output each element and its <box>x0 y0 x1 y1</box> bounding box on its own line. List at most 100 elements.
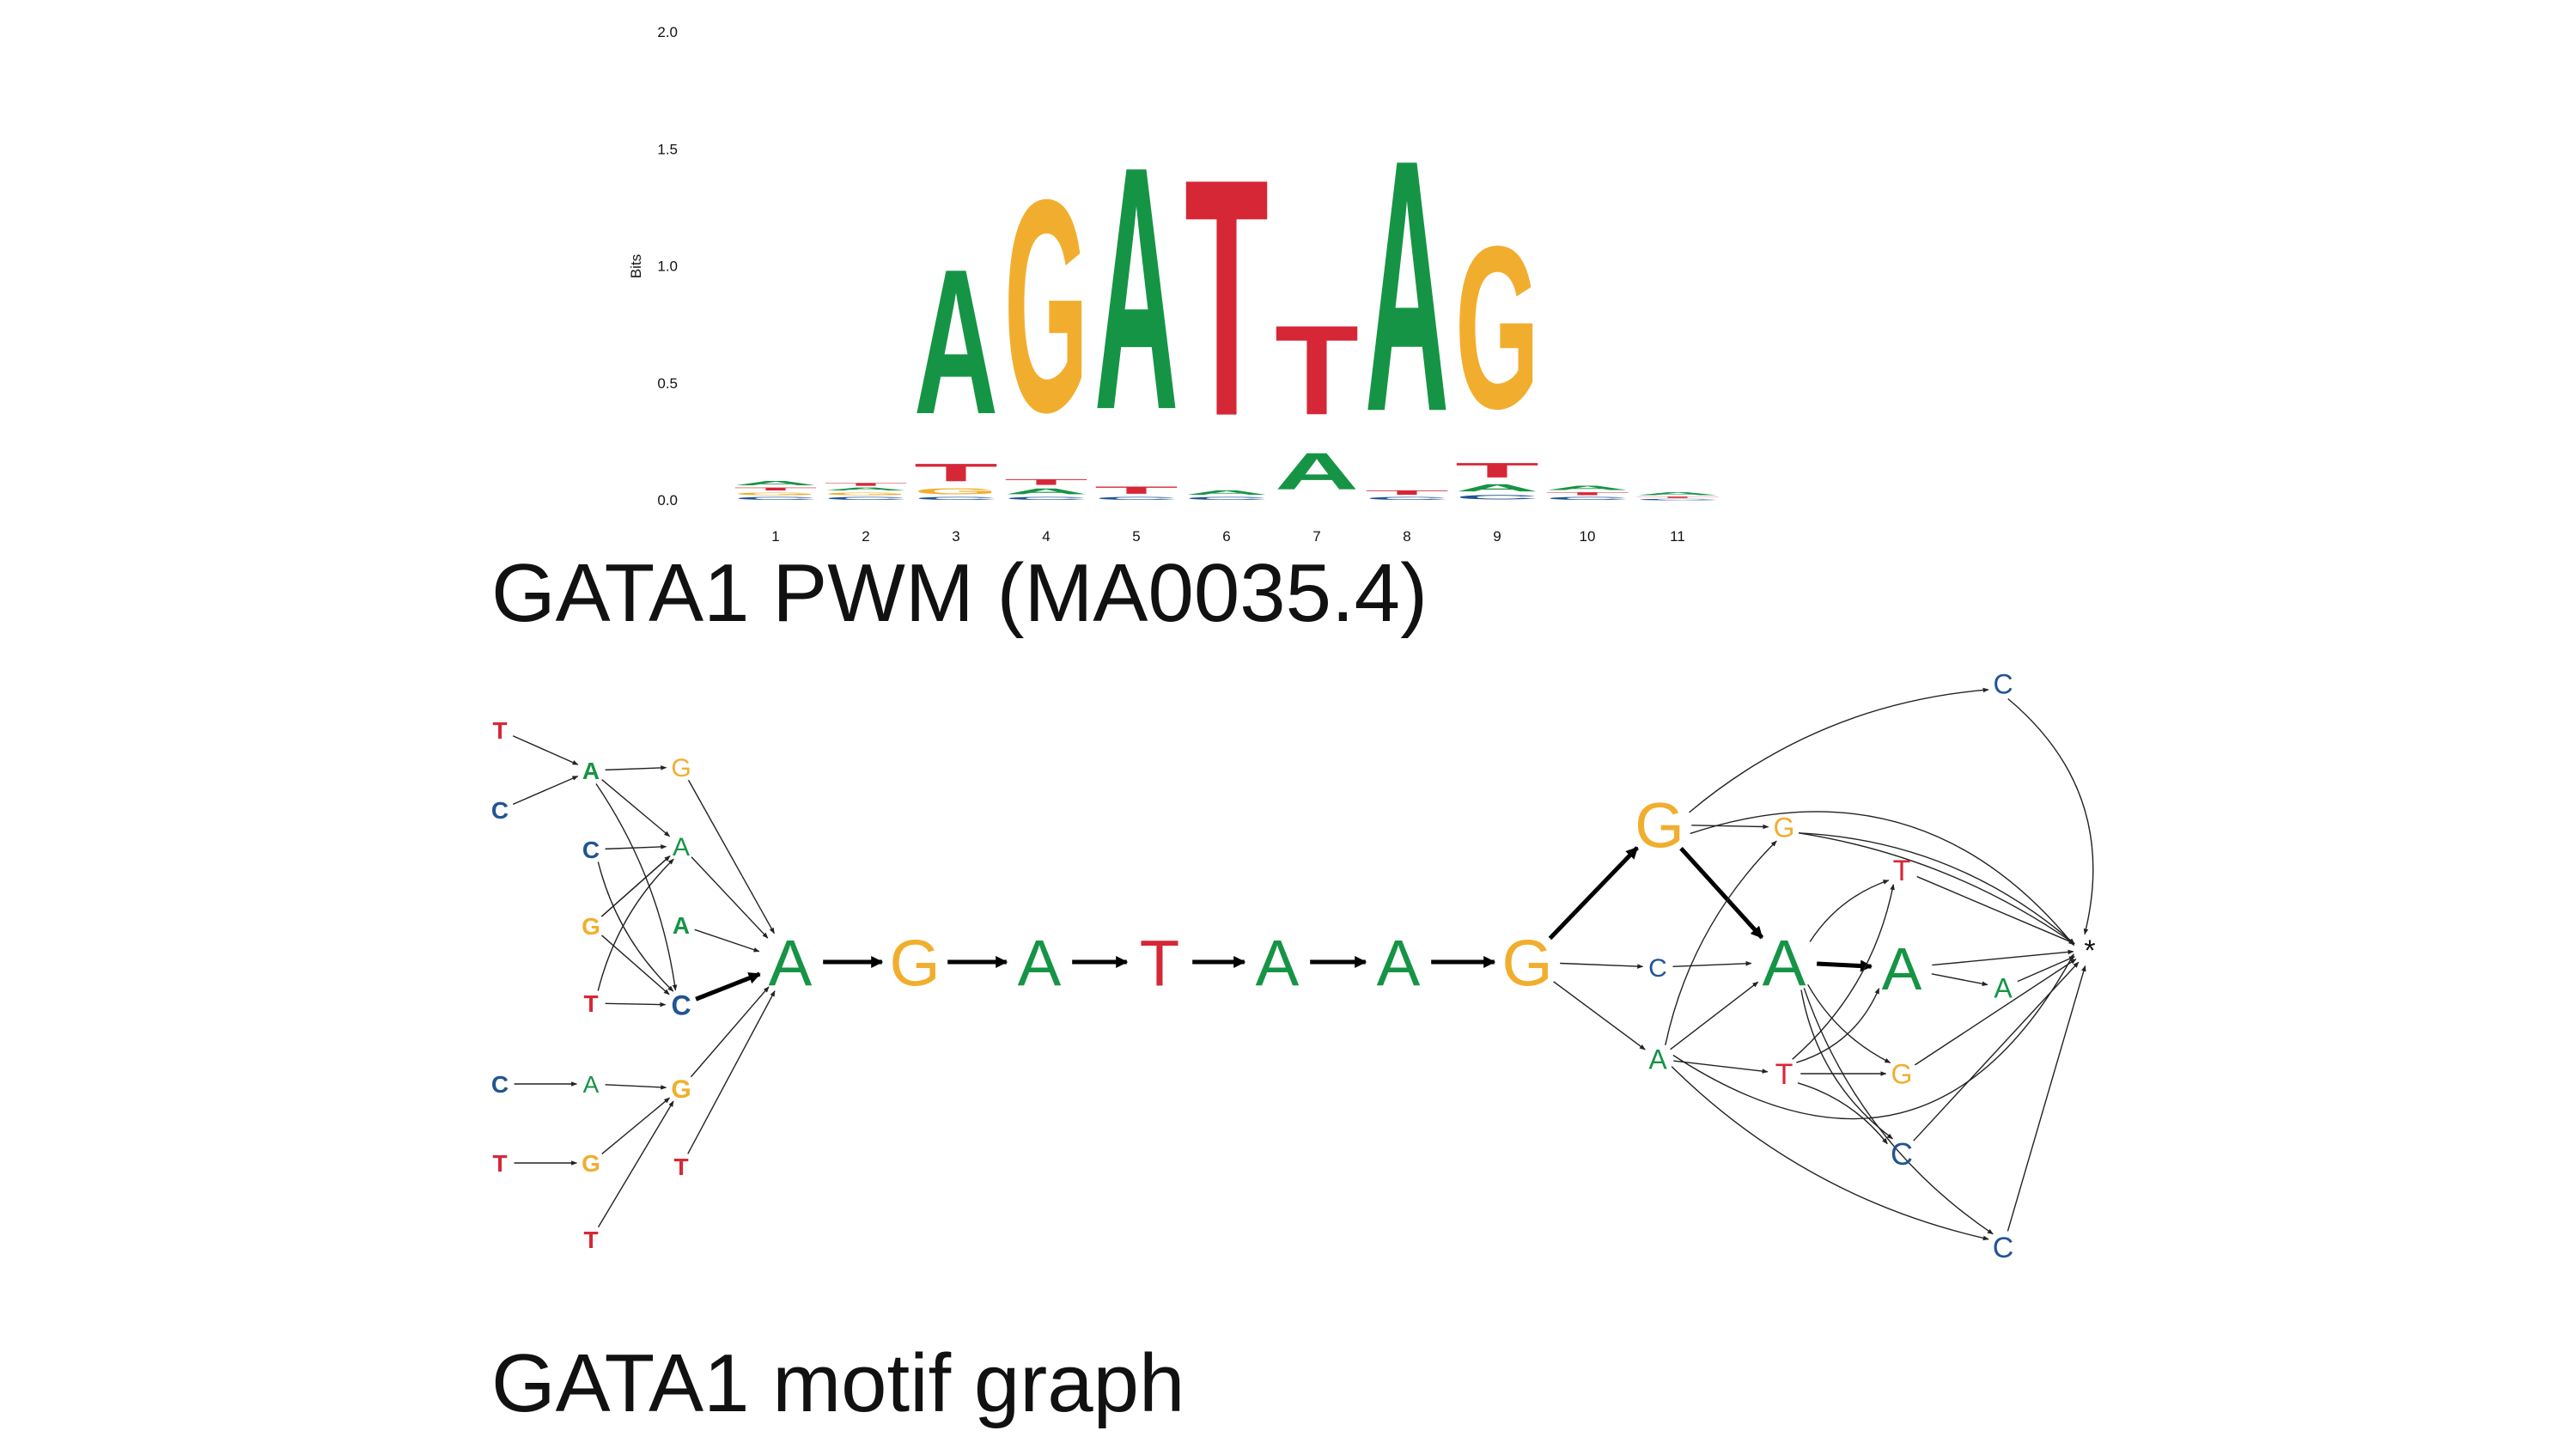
logo-letter-T: T <box>824 482 908 486</box>
graph-edge <box>512 735 579 765</box>
graph-node-m5: A <box>1256 927 1300 1000</box>
graph-edge <box>512 775 579 806</box>
graph-node-g6: G <box>582 1150 600 1177</box>
graph-edge <box>1931 973 1988 987</box>
graph-edge <box>2017 956 2075 983</box>
graph-edge <box>601 1097 671 1154</box>
graph-edge <box>597 861 674 992</box>
logo-letter-C: C <box>1004 496 1088 501</box>
graph-node-a4: A <box>673 912 690 939</box>
logo-y-axis-label: Bits <box>628 254 644 278</box>
logo-letter-C: C <box>1455 494 1539 501</box>
logo-letter-T: T <box>1365 489 1449 496</box>
graph-node-t3: T <box>583 990 598 1017</box>
graph-edge <box>691 856 769 939</box>
graph-edge <box>2007 697 2094 935</box>
x-tick-label: 1 <box>771 528 779 545</box>
logo-letter-C: C <box>914 496 998 501</box>
graph-edge <box>1798 832 2075 945</box>
graph-edge <box>1797 1082 1888 1145</box>
y-tick-label: 2.0 <box>657 24 678 40</box>
graph-edge <box>1672 953 2074 1120</box>
x-tick-label: 5 <box>1132 528 1140 545</box>
graph-node-m7: G <box>1501 927 1552 1000</box>
graph-edge <box>605 1002 667 1008</box>
logo-letter-A: A <box>1184 489 1269 496</box>
graph-edge <box>1665 840 1777 1045</box>
logo-letter-T: T <box>1184 108 1269 486</box>
graph-node-t1: T <box>492 717 507 744</box>
graph-node-a2: A <box>582 758 600 784</box>
graph-node-c5: C <box>491 1071 509 1098</box>
graph-edge <box>1691 824 1769 830</box>
graph-node-a5: A <box>583 1071 600 1098</box>
logo-letter-T: T <box>1635 496 1720 499</box>
graph-node-c3: C <box>582 837 600 863</box>
graph-node-tr: T <box>1893 855 1911 887</box>
graph-node-m1: A <box>769 927 813 1000</box>
logo-letter-G: G <box>824 491 908 496</box>
x-tick-label: 8 <box>1403 528 1410 545</box>
graph-node-c4: C <box>671 990 691 1021</box>
logo-letter-T: T <box>1094 484 1178 496</box>
graph-node-m6: A <box>1377 927 1421 1000</box>
logo-letter-T: T <box>1275 299 1359 441</box>
graph-edge <box>1672 961 1752 967</box>
graph-node-cr1: C <box>1891 1136 1913 1172</box>
graph-edge <box>695 971 761 1002</box>
graph-edge <box>1553 981 1646 1050</box>
graph-node-asm: A <box>1994 973 2013 1004</box>
graph-node-m4: T <box>1140 927 1179 1000</box>
graph-edge <box>595 783 678 991</box>
graph-edge <box>1679 846 1764 940</box>
graph-edge <box>1792 884 1895 1060</box>
logo-letter-A: A <box>734 480 818 487</box>
logo-letter-A: A <box>1635 491 1720 496</box>
graph-node-rg1: G <box>1774 813 1795 843</box>
graph-edge <box>597 858 674 991</box>
graph-edge <box>1673 1060 1769 1074</box>
graph-node-gbig: G <box>1635 790 1684 861</box>
logo-letter-A: A <box>914 227 998 458</box>
graph-edge <box>605 844 667 850</box>
y-tick-label: 1.0 <box>657 259 678 275</box>
graph-node-ra1: A <box>1648 1044 1667 1075</box>
graph-edge <box>1803 988 1994 1235</box>
logo-letter-T: T <box>734 487 818 491</box>
graph-node-t7: T <box>673 1154 688 1180</box>
logo-letter-A: A <box>1545 484 1629 491</box>
logo-letter-A: A <box>1365 84 1449 486</box>
x-tick-label: 9 <box>1493 528 1501 545</box>
logo-letter-T: T <box>1455 459 1539 482</box>
graph-caption: GATA1 motif graph <box>491 1337 1185 1429</box>
sequence-logo: Bits 0.00.51.01.52.0 CGTACGATCGTACATGCTA… <box>628 24 1720 545</box>
logo-letter-G: G <box>914 487 998 496</box>
graph-node-a3: A <box>673 833 690 861</box>
graph-edge <box>605 1084 667 1090</box>
x-tick-label: 6 <box>1222 528 1230 545</box>
graph-edge <box>1689 687 1989 813</box>
logo-letter-A: A <box>1455 482 1539 494</box>
graph-node-g5: G <box>671 1075 691 1104</box>
graph-node-abig2: A <box>1882 935 1922 1002</box>
graph-edge <box>1799 832 2075 945</box>
x-tick-label: 2 <box>862 528 869 545</box>
graph-edge <box>1671 1066 1989 1241</box>
graph-node-g3: G <box>582 913 600 940</box>
graph-edge <box>1796 988 1880 1063</box>
graph-edge <box>600 855 671 917</box>
graph-edge <box>694 928 760 953</box>
graph-node-ctop: C <box>1993 669 2013 700</box>
graph-node-rc1: C <box>1648 954 1667 983</box>
logo-y-ticks: 0.00.51.01.52.0 <box>657 24 678 508</box>
logo-letter-G: G <box>734 491 818 496</box>
logo-letter-T: T <box>914 459 998 486</box>
logo-letter-C: C <box>824 496 908 501</box>
graph-edge <box>2007 965 2086 1232</box>
graph-edge <box>1916 875 2075 945</box>
logo-letter-A: A <box>1004 487 1088 496</box>
logo-letter-C: C <box>1184 496 1269 501</box>
logo-letter-C: C <box>1365 496 1449 501</box>
x-tick-label: 11 <box>1670 528 1685 545</box>
